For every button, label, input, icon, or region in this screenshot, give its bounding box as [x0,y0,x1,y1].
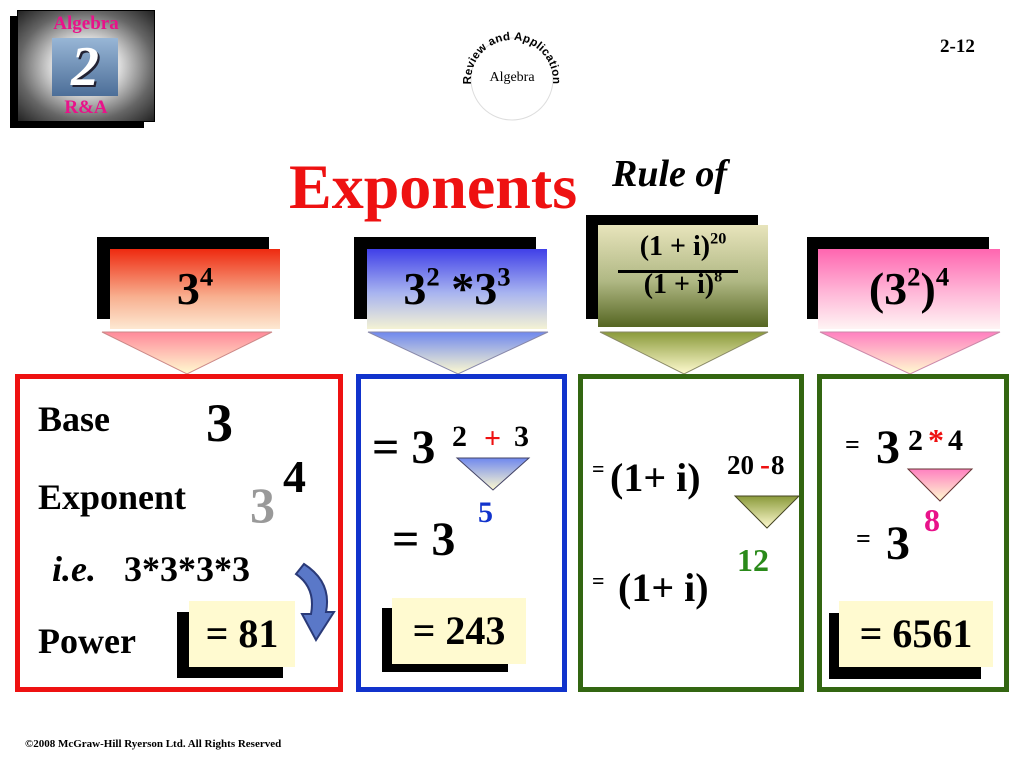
denominator-base: (1 + i) [643,269,715,300]
header-funnels [101,331,1001,375]
quotient-line2-base: (1+ i) [618,565,709,610]
header-product-rule: 32 *33 [367,249,547,329]
fraction-bar [618,270,738,273]
quotient-line1-eq: = [592,456,605,481]
product-line1-exp2: 3 [514,420,529,453]
power-label: Power [38,621,136,661]
base-value: 3 [206,393,233,453]
numerator-base: (1 + i) [639,231,711,262]
funnel-3 [599,331,769,375]
quotient-line1-exp2: 8 [771,450,785,480]
funnel-2 [367,331,549,375]
exponent-label: Exponent [38,477,187,517]
power-rule-line2-eq: = [856,524,871,553]
header-product-op: *3 [439,263,498,314]
power-rule-line1-eq: = [845,430,860,459]
seal-center-text: Algebra [489,70,535,85]
quotient-line1-base: (1+ i) [610,455,701,500]
base-label: Base [38,399,110,439]
product-line1-exp1: 2 [452,420,467,453]
header-power: 34 [110,249,280,329]
answer-6561: = 6561 [839,601,993,667]
logo-bottom-text: R&A [64,97,108,118]
product-line1: = 3 [372,420,435,475]
product-line2-exp: 5 [478,496,493,529]
power-rule-line1-exp1: 2 [908,424,923,457]
panel-quotient-rule [578,374,804,692]
numerator-exp: 20 [710,229,727,248]
quotient-line1-op: - [760,448,770,481]
header-power-base: 3 [176,263,200,314]
header-quotient-numerator: (1 + i)20 [598,231,768,263]
quotient-line2-eq: = [592,568,605,593]
header-product-exp2: 3 [497,261,511,292]
slide-number: 2-12 [940,36,975,57]
quotient-line1-exp1: 20 [727,450,754,480]
algebra-logo: Algebra 2 R&A [17,10,155,122]
quotient-funnel [733,495,801,529]
product-line2-base: = 3 [392,513,456,566]
power-rule-close: ) [920,263,936,314]
logo-top-text: Algebra [53,13,119,34]
power-rule-line1-op: * [928,422,944,458]
copyright-footer: ©2008 McGraw-Hill Ryerson Ltd. All Right… [25,738,282,750]
quotient-line2-exp: 12 [737,542,769,578]
header-product-base: 3 [403,263,427,314]
power-rule-line2-exp: 8 [924,502,940,538]
funnel-4 [819,331,1001,375]
page-title: Exponents [289,151,578,222]
power-rule-line2-base: 3 [886,517,910,570]
review-application-seal: Review and Application Algebra [462,31,562,121]
power-rule-inner-exp: 2 [907,261,921,292]
ghost-base: 3 [250,477,275,533]
answer-243: = 243 [392,598,526,664]
ie-label: i.e. [52,549,96,589]
exponent-value: 4 [283,451,306,502]
power-rule-outer-exp: 4 [935,261,950,292]
answer-81: = 81 [189,601,295,667]
curved-arrow-icon [294,562,336,642]
funnel-1 [101,331,273,375]
header-product-exp1: 2 [426,261,440,292]
header-quotient-rule: (1 + i)20 (1 + i)8 [598,225,768,327]
product-funnel [455,457,531,491]
header-power-rule: (32)4 [818,249,1000,329]
power-rule-funnel [906,468,974,502]
power-rule-line1-base: 3 [876,421,900,474]
header-power-exp: 4 [199,261,214,292]
expansion: 3*3*3*3 [124,549,250,589]
power-rule-open: (3 [868,263,908,314]
logo-digit: 2 [52,38,118,96]
denominator-exp: 8 [714,267,723,286]
page-subtitle: Rule of [612,153,728,195]
product-line1-op: + [484,422,502,455]
power-rule-line1-exp2: 4 [948,424,963,457]
product-line1-base: = 3 [372,421,436,474]
header-quotient-denominator: (1 + i)8 [598,269,768,301]
